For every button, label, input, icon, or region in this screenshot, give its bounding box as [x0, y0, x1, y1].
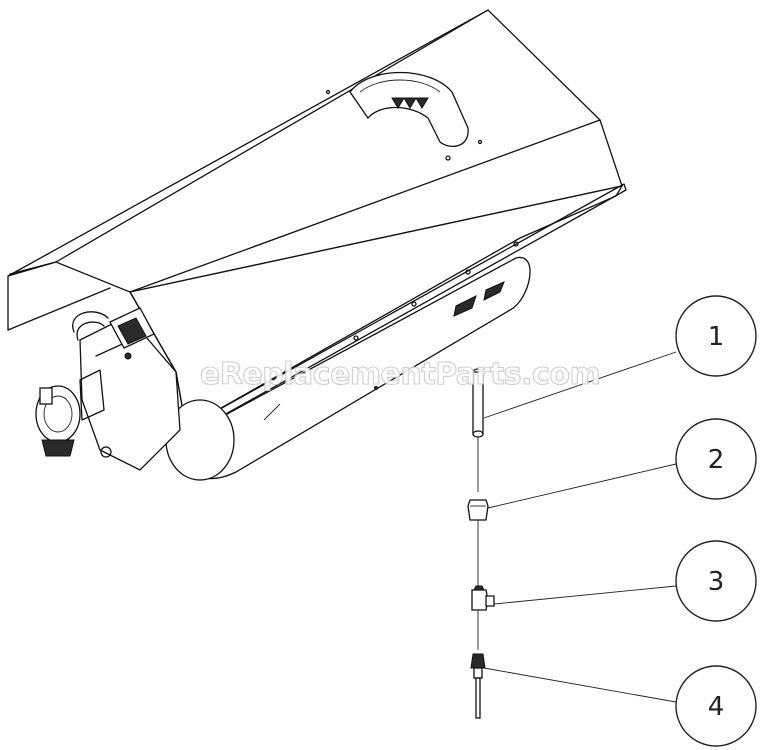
watermark: eReplacementParts.com: [200, 357, 600, 392]
callout-1: 1: [675, 295, 757, 377]
leader-lines: [483, 351, 677, 703]
exploded-parts: [467, 368, 495, 719]
callout-4: 4: [675, 665, 757, 747]
part-3: [471, 585, 495, 650]
callout-1-label: 1: [708, 322, 725, 352]
heater-assembly: [7, 9, 627, 481]
callout-3: 3: [675, 540, 757, 622]
part-4: [470, 653, 486, 719]
callout-2: 2: [675, 418, 757, 500]
part-2: [467, 499, 489, 586]
part-1: [472, 368, 484, 492]
callout-4-label: 4: [708, 692, 725, 722]
callout-3-label: 3: [708, 567, 725, 597]
callout-2-label: 2: [708, 445, 725, 475]
